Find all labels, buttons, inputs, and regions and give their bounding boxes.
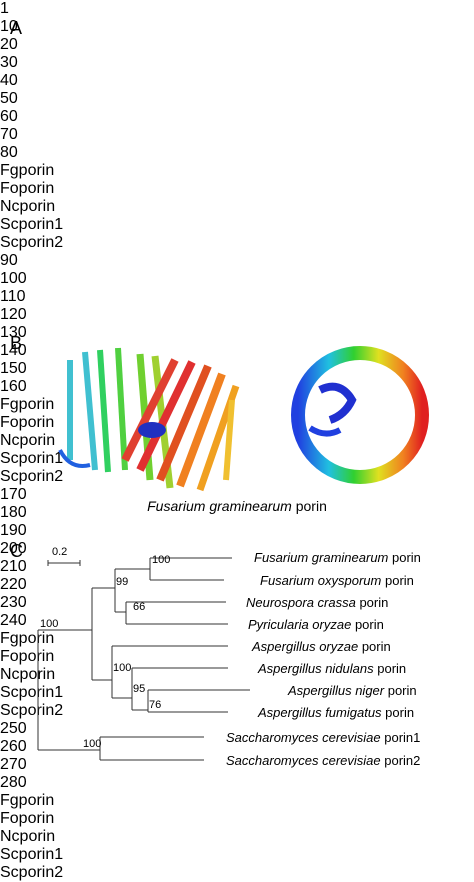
alignment-position-number: 40 bbox=[0, 72, 18, 89]
alignment-position-number: 180 bbox=[0, 504, 27, 521]
alignment-position-number: 140 bbox=[0, 342, 27, 359]
alignment-position-number: 90 bbox=[0, 252, 18, 269]
bootstrap-value: 66 bbox=[133, 601, 146, 613]
tree-leaf: Pyricularia oryzae porin bbox=[248, 617, 384, 632]
sequence-name: Scporin2 bbox=[0, 702, 64, 719]
tree-leaf: Saccharomyces cerevisiae porin2 bbox=[226, 753, 421, 768]
panel-label-b: B bbox=[10, 333, 23, 353]
sequence-name: Scporin1 bbox=[0, 450, 64, 467]
sequence-name: Foporin bbox=[0, 180, 55, 197]
alignment-position-number: 80 bbox=[0, 144, 18, 161]
tree-leaf: Aspergillus oryzae porin bbox=[252, 639, 391, 654]
sequence-name: Scporin1 bbox=[0, 846, 64, 863]
alignment-position-number: 100 bbox=[0, 270, 27, 287]
alignment-position-number: 250 bbox=[0, 720, 27, 737]
barrel-top-view bbox=[291, 346, 429, 484]
structure-caption: Fusarium graminearum porin bbox=[0, 498, 474, 514]
tree-leaf: Aspergillus fumigatus porin bbox=[258, 705, 415, 720]
tree-leaf: Aspergillus niger porin bbox=[288, 683, 417, 698]
alignment-position-number: 70 bbox=[0, 126, 18, 143]
porin-structure-figure bbox=[58, 346, 429, 492]
alignment-position-number: 30 bbox=[0, 54, 18, 71]
sequence-name: Fgporin bbox=[0, 162, 55, 179]
phylogenetic-tree bbox=[37, 557, 250, 761]
barrel-side-view bbox=[58, 347, 240, 492]
sequence-name: Ncporin bbox=[0, 432, 56, 449]
bootstrap-value: 100 bbox=[152, 554, 171, 566]
alignment-position-number: 50 bbox=[0, 90, 18, 107]
alignment-position-number: 130 bbox=[0, 324, 27, 341]
alignment-position-number: 190 bbox=[0, 522, 27, 539]
sequence-name: Ncporin bbox=[0, 666, 56, 683]
alignment-position-number: 160 bbox=[0, 378, 27, 395]
sequence-name: Ncporin bbox=[0, 828, 56, 845]
sequence-name: Scporin1 bbox=[0, 216, 64, 233]
alignment-position-number: 10 bbox=[0, 18, 18, 35]
bootstrap-value: 95 bbox=[133, 683, 146, 695]
bootstrap-value: 76 bbox=[149, 699, 162, 711]
tree-leaf: Saccharomyces cerevisiae porin1 bbox=[226, 730, 421, 745]
sequence-name: Foporin bbox=[0, 810, 55, 827]
tree-leaf: Aspergillus nidulans porin bbox=[258, 661, 407, 676]
bootstrap-value: 100 bbox=[40, 618, 59, 630]
caption-rest: porin bbox=[291, 498, 327, 514]
bootstrap-value: 99 bbox=[116, 576, 129, 588]
sequence-name: Foporin bbox=[0, 414, 55, 431]
sequence-name: Fgporin bbox=[0, 630, 55, 647]
sequence-name: Scporin2 bbox=[0, 468, 64, 485]
alignment-position-number: 120 bbox=[0, 306, 27, 323]
panel-label-c: C bbox=[10, 541, 23, 561]
alignment-position-number: 150 bbox=[0, 360, 27, 377]
tree-leaf: Neurospora crassa porin bbox=[246, 595, 389, 610]
alignment-position-number: 260 bbox=[0, 738, 27, 755]
sequence-name: Fgporin bbox=[0, 792, 55, 809]
sequence-name: Ncporin bbox=[0, 198, 56, 215]
alignment-position-number: 210 bbox=[0, 558, 27, 575]
sequence-name: Fgporin bbox=[0, 396, 55, 413]
alignment-position-number: 230 bbox=[0, 594, 27, 611]
sequence-name: Scporin2 bbox=[0, 864, 64, 881]
alignment-position-number: 240 bbox=[0, 612, 27, 629]
tree-leaf: Fusarium oxysporum porin bbox=[260, 573, 414, 588]
sequence-name: Foporin bbox=[0, 648, 55, 665]
alignment-position-number: 270 bbox=[0, 756, 27, 773]
scale-bar-label: 0.2 bbox=[52, 546, 68, 558]
bootstrap-value: 100 bbox=[113, 662, 132, 674]
sequence-name: Scporin1 bbox=[0, 684, 64, 701]
panel-label-a: A bbox=[10, 18, 23, 38]
alignment-position-number: 200 bbox=[0, 540, 27, 557]
alignment-position-number: 110 bbox=[0, 288, 26, 305]
tree-leaf: Fusarium graminearum porin bbox=[254, 550, 421, 565]
alignment-position-number: 20 bbox=[0, 36, 18, 53]
sequence-name: Scporin2 bbox=[0, 234, 64, 251]
alignment-position-number: 60 bbox=[0, 108, 18, 125]
alignment-position-number: 220 bbox=[0, 576, 27, 593]
alignment-position-number: 1 bbox=[0, 0, 9, 17]
caption-species: Fusarium graminearum bbox=[147, 498, 292, 514]
bootstrap-value: 100 bbox=[83, 738, 102, 750]
alignment-position-number: 170 bbox=[0, 486, 27, 503]
